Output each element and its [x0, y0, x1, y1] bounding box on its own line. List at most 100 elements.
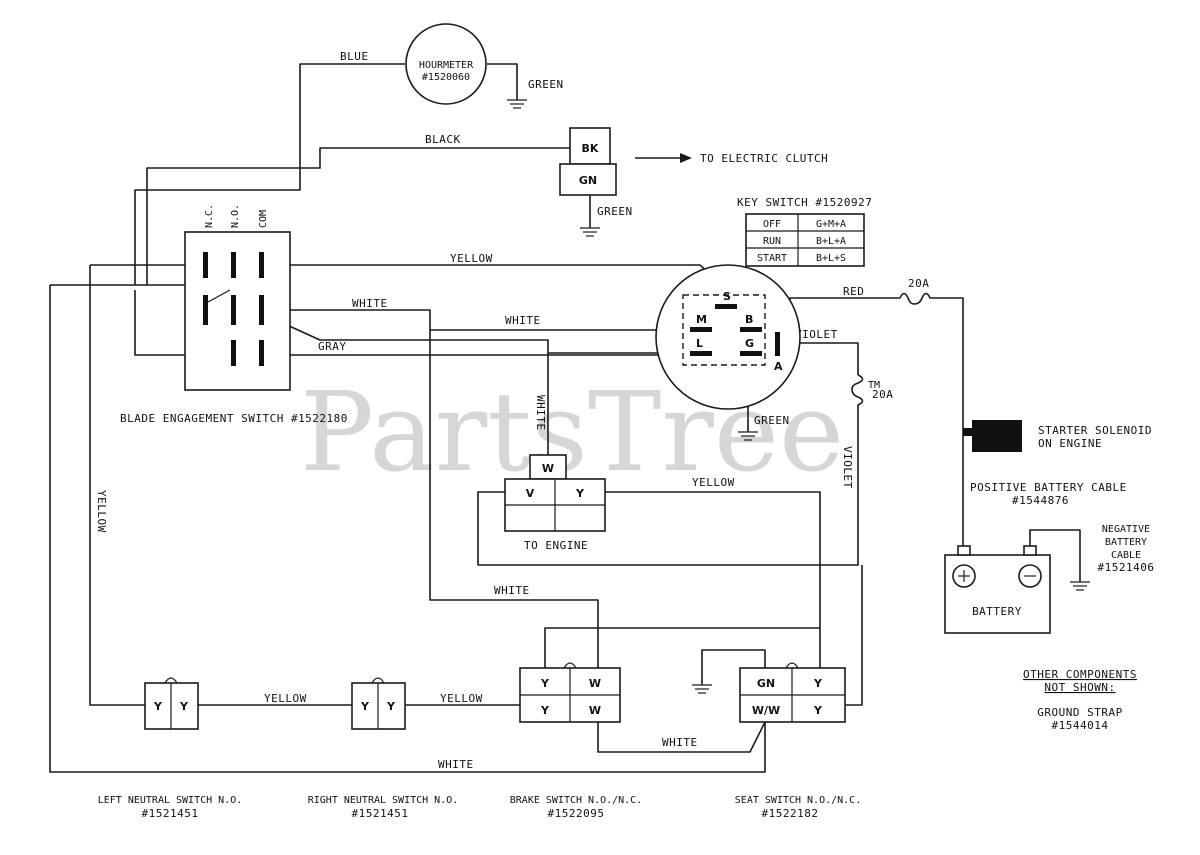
wire-label-yellow-s2: YELLOW [440, 692, 483, 705]
neg-cable-line3: CABLE [1111, 550, 1141, 561]
right-neutral-part: #1521451 [352, 807, 409, 820]
key-terminal-a: A [774, 360, 783, 373]
wire-label-violet-vert: VIOLET [841, 446, 854, 489]
clutch-gn: GN [579, 174, 597, 187]
ground-symbols [507, 99, 1090, 694]
wire-blue [134, 63, 405, 285]
wire-black [146, 147, 570, 285]
blade-com: COM [258, 210, 269, 228]
solenoid-line1: STARTER SOLENOID [1038, 424, 1152, 437]
engine-v: V [526, 487, 535, 500]
seat-t-c: W/W [752, 704, 780, 717]
key-terminal-b: B [745, 313, 753, 326]
keyswitch-ground-label: GREEN [754, 414, 790, 427]
keyswitch-row1-pos: RUN [763, 236, 781, 247]
wire-gray [264, 314, 698, 354]
pos-cable-line1: POSITIVE BATTERY CABLE [970, 481, 1127, 494]
wire-label-red: RED [843, 285, 864, 298]
pos-cable-line2: #1544876 [1012, 494, 1069, 507]
battery: POSITIVE BATTERY CABLE #1544876 NEGATIVE… [944, 481, 1155, 634]
wire-yellow-engine [605, 491, 821, 668]
right-neutral-t1: Y [360, 700, 370, 713]
right-neutral-label: RIGHT NEUTRAL SWITCH N.O. [308, 795, 459, 806]
wire-label-gray: GRAY [318, 340, 347, 353]
blade-switch-label: BLADE ENGAGEMENT SWITCH #1522180 [120, 412, 348, 425]
fuse-1: 20A [899, 277, 935, 305]
key-terminal-g: G [745, 337, 754, 350]
seat-t-a: GN [757, 677, 775, 690]
wire-neg-cable [1029, 529, 1081, 582]
wire-violet-loop [477, 420, 859, 566]
wire-label-violet: VIOLET [795, 328, 838, 341]
starter-solenoid: STARTER SOLENOID ON ENGINE [963, 420, 1152, 452]
wire-white-bottom [49, 285, 766, 773]
wire-brake-loop [544, 627, 820, 668]
brake-t-b: W [589, 677, 601, 690]
wire-label-blue: BLUE [340, 50, 369, 63]
hourmeter-ground-label: GREEN [528, 78, 564, 91]
clutch-ground-label: GREEN [597, 205, 633, 218]
wire-label-white-a: WHITE [352, 297, 388, 310]
fuse-2: 20A [851, 374, 893, 420]
other-item1: GROUND STRAP [1037, 706, 1122, 719]
other-components: OTHER COMPONENTS NOT SHOWN: GROUND STRAP… [1023, 668, 1136, 732]
fuse-1-rating: 20A [908, 277, 929, 290]
wire-label-white-low: WHITE [662, 736, 698, 749]
clutch-arrow-label: TO ELECTRIC CLUTCH [700, 152, 828, 165]
solenoid-line2: ON ENGINE [1038, 437, 1102, 450]
wire-white-low [597, 721, 766, 753]
neg-cable-line1: NEGATIVE [1102, 524, 1150, 535]
right-neutral-t2: Y [386, 700, 396, 713]
seat-switch: GN Y W/W Y SEAT SWITCH N.O./N.C. #152218… [735, 662, 861, 820]
brake-t-a: Y [540, 677, 550, 690]
wire-label-black: BLACK [425, 133, 461, 146]
hourmeter: HOURMETER #1520060 GREEN BLUE [340, 23, 564, 105]
wire-seat-y [845, 565, 863, 706]
blade-engagement-switch: N.C. N.O. COM BLADE ENGAGEMENT SWITCH #1… [120, 204, 348, 425]
wire-hourmeter-ground [487, 63, 518, 100]
brake-label: BRAKE SWITCH N.O./N.C. [510, 795, 642, 806]
wires [49, 63, 1081, 773]
left-neutral-t2: Y [179, 700, 189, 713]
seat-part: #1522182 [762, 807, 819, 820]
seat-t-b: Y [813, 677, 823, 690]
right-neutral-switch: Y Y RIGHT NEUTRAL SWITCH N.O. #1521451 [308, 677, 459, 820]
blade-nc: N.C. [204, 204, 215, 228]
key-terminal-s: S [723, 290, 731, 303]
wire-label-white-vert: WHITE [534, 395, 547, 431]
blade-contacts [203, 252, 264, 366]
hourmeter-part: #1520060 [422, 72, 470, 83]
engine-label: TO ENGINE [524, 539, 588, 552]
brake-switch: Y W Y W BRAKE SWITCH N.O./N.C. #1522095 [510, 662, 642, 820]
left-neutral-switch: Y Y LEFT NEUTRAL SWITCH N.O. #1521451 [98, 677, 243, 820]
wire-white-mid [429, 330, 599, 668]
key-terminal-l: L [696, 337, 703, 350]
keyswitch-title: KEY SWITCH #1520927 [737, 196, 872, 209]
other-title2: NOT SHOWN: [1044, 681, 1115, 694]
wire-label-yellow-left: YELLOW [95, 490, 108, 533]
clutch-connector: BK GN TO ELECTRIC CLUTCH GREEN BLACK [425, 127, 828, 218]
seat-label: SEAT SWITCH N.O./N.C. [735, 795, 861, 806]
engine-w: W [542, 462, 554, 475]
left-neutral-label: LEFT NEUTRAL SWITCH N.O. [98, 795, 243, 806]
neg-cable-line4: #1521406 [1098, 561, 1155, 574]
seat-t-d: Y [813, 704, 823, 717]
brake-t-d: W [589, 704, 601, 717]
wire-gray-bottom [134, 290, 698, 356]
wire-label-white-mid: WHITE [494, 584, 530, 597]
arrow-right-icon [680, 153, 692, 163]
other-item2: #1544014 [1052, 719, 1109, 732]
key-terminal-m: M [696, 313, 707, 326]
wire-seat-ground [701, 649, 766, 685]
wire-white-key [265, 309, 698, 331]
wire-label-white-b: WHITE [505, 314, 541, 327]
battery-label: BATTERY [972, 605, 1022, 618]
keyswitch-row2-conn: B+L+S [816, 253, 846, 264]
keyswitch-row2-pos: START [757, 253, 787, 264]
blade-no: N.O. [230, 204, 241, 228]
wire-label-yellow-mid: YELLOW [692, 476, 735, 489]
wire-label-white-bottom: WHITE [438, 758, 474, 771]
left-neutral-t1: Y [153, 700, 163, 713]
wire-red-battery [935, 297, 964, 548]
